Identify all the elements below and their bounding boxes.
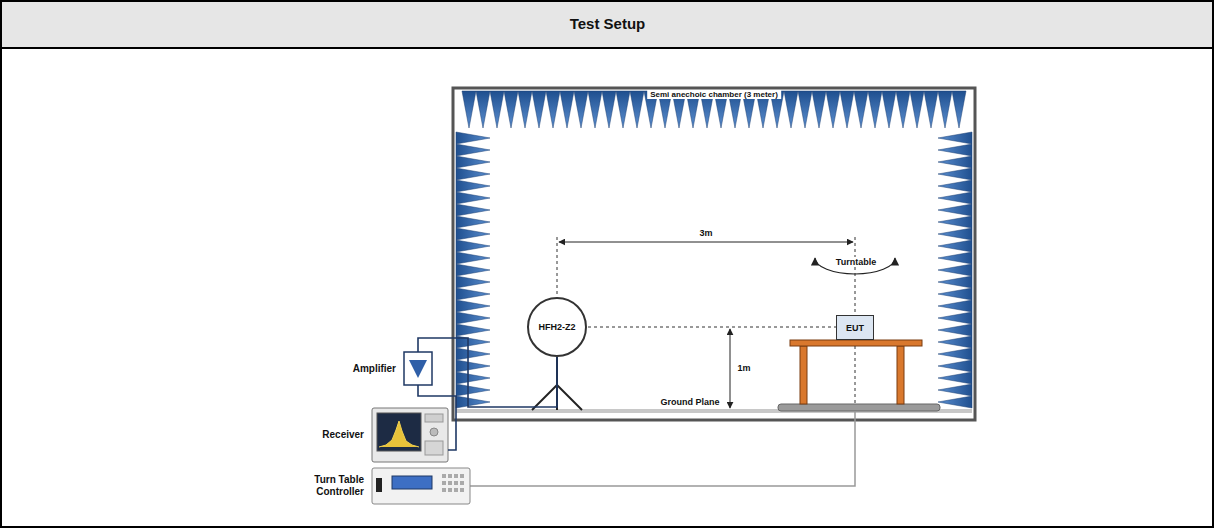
chamber-region: HFH2-Z2 EUT Semi anechoic chamber (3 meter… bbox=[453, 88, 975, 420]
node-label: Turn Table Controller bbox=[272, 474, 364, 498]
dim-guide bbox=[855, 237, 856, 315]
turntable-plate bbox=[778, 404, 940, 411]
loop-antenna: HFH2-Z2 bbox=[527, 297, 587, 357]
figure-title: Test Setup bbox=[0, 0, 1215, 48]
node-label: Receiver bbox=[322, 429, 364, 441]
node-label: Amplifier bbox=[353, 363, 396, 375]
controller-node: Turn Table Controller bbox=[372, 468, 470, 504]
absorber-cones bbox=[456, 91, 972, 408]
node-label: EUT bbox=[846, 323, 864, 333]
table-leg bbox=[897, 346, 904, 404]
dimension-line bbox=[559, 242, 853, 243]
dimension-line bbox=[730, 329, 731, 408]
amplifier-node: Amplifier bbox=[404, 352, 432, 385]
node-label: HFH2-Z2 bbox=[538, 322, 575, 332]
eut-box: EUT bbox=[836, 315, 874, 340]
turntable-controller bbox=[372, 468, 470, 504]
rotation-arrow bbox=[815, 258, 895, 274]
rf-cable bbox=[418, 385, 456, 450]
dim-guide bbox=[557, 237, 558, 297]
chamber-wall bbox=[453, 88, 975, 420]
dimension-label: 3m bbox=[697, 228, 714, 238]
receiver-instrument bbox=[372, 408, 448, 462]
node-label: Semi anechoic chamber (3 meter) bbox=[647, 90, 781, 99]
axis-line bbox=[588, 327, 836, 328]
turntable-label: Turntable bbox=[834, 257, 878, 267]
table-top bbox=[790, 340, 922, 346]
receiver-node: Receiver bbox=[372, 408, 448, 462]
header-rule bbox=[1, 47, 1213, 49]
amplifier-symbol bbox=[409, 360, 427, 378]
dimension-label: 1m bbox=[735, 363, 752, 373]
ground-plane-label: Ground Plane bbox=[658, 397, 721, 407]
table-leg bbox=[800, 346, 807, 404]
control-cable bbox=[470, 412, 855, 486]
axis-line bbox=[855, 346, 856, 404]
amplifier-box bbox=[404, 352, 432, 385]
